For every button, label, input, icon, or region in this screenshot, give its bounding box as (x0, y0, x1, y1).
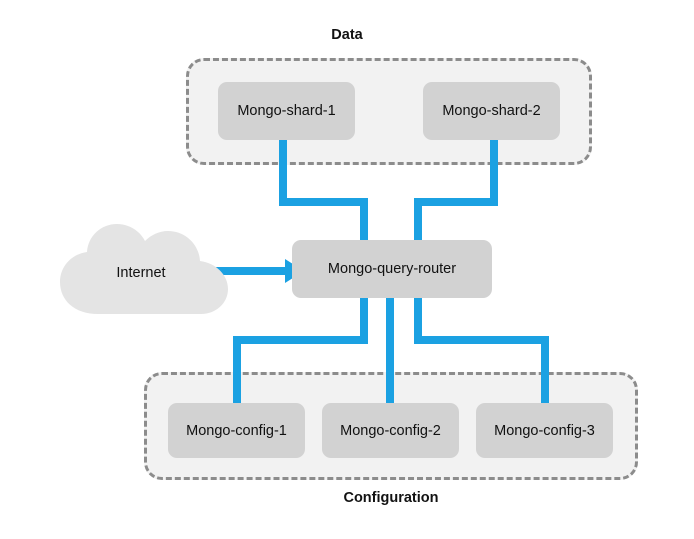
config-group-label: Configuration (343, 490, 439, 506)
node-mongo-config-3[interactable]: Mongo-config-3 (476, 403, 613, 458)
node-label: Mongo-config-1 (186, 422, 287, 439)
internet-label: Internet (116, 265, 166, 281)
internet-cloud (56, 218, 236, 316)
cloud-icon (60, 224, 228, 314)
node-mongo-query-router[interactable]: Mongo-query-router (292, 240, 492, 298)
node-label: Mongo-shard-2 (442, 103, 541, 119)
node-label: Mongo-config-2 (340, 422, 441, 439)
node-mongo-config-2[interactable]: Mongo-config-2 (322, 403, 459, 458)
data-group-label: Data (331, 27, 363, 43)
node-mongo-shard-2[interactable]: Mongo-shard-2 (423, 82, 560, 140)
node-label: Mongo-query-router (327, 261, 457, 277)
node-label: Mongo-shard-1 (237, 103, 336, 119)
node-mongo-config-1[interactable]: Mongo-config-1 (168, 403, 305, 458)
node-mongo-shard-1[interactable]: Mongo-shard-1 (218, 82, 355, 140)
node-label: Mongo-config-3 (494, 422, 595, 439)
